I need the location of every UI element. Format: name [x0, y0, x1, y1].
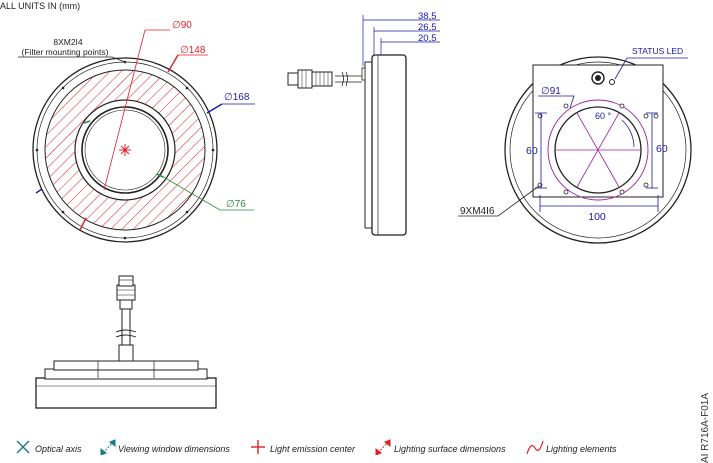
dim-38-5: 38,5 [418, 11, 437, 22]
dia168-label: ∅168 [224, 92, 250, 103]
filter-mounting-points [35, 60, 215, 240]
plus-cross-icon [251, 440, 265, 454]
units-note: ALL UNITS IN (mm) [0, 1, 80, 11]
status-led-label: STATUS LED [632, 46, 683, 56]
dia90-label: ∅90 [172, 20, 192, 31]
dim-60-left: 60 [526, 145, 538, 157]
side-body [371, 54, 407, 236]
dia76-leader [159, 174, 254, 211]
rear-60deg-lines [555, 112, 641, 188]
emission-center-mark [119, 144, 131, 156]
viewing-window-inner [84, 109, 166, 191]
dia90-line [103, 29, 146, 191]
wave-icon [526, 440, 544, 455]
double-arrow-icon [100, 439, 116, 455]
legend: Optical axis Viewing window dimensions L… [16, 439, 617, 455]
lighting-surface-outer [44, 69, 206, 231]
filter-holes-sublabel: (Filter mounting points) [22, 47, 109, 57]
status-led [609, 79, 615, 85]
dia168-tick [206, 103, 223, 114]
legend-viewing-window: Viewing window dimensions [118, 444, 230, 454]
dia148-label: ∅148 [180, 45, 206, 56]
reference-code: AI R716A-F01A [700, 393, 711, 463]
filter-holes-label: 8XM2I4 [53, 37, 83, 47]
mount-holes-label: 9XM4I6 [460, 206, 495, 217]
rear-plate [532, 64, 664, 198]
dia76-label: ∅76 [226, 199, 246, 210]
legend-lighting-elements: Lighting elements [546, 444, 617, 454]
dim-20-5: 20,5 [418, 33, 437, 44]
dia148-tick [167, 54, 179, 73]
bottom-body [35, 377, 217, 409]
side-view: 38,5 26,5 20,5 [287, 11, 440, 236]
outer-ring [32, 57, 218, 243]
legend-emission-center: Light emission center [270, 444, 356, 454]
front-view: 8XM2I4 (Filter mounting points) ∅90 ∅148… [18, 20, 255, 243]
x-cross-icon [16, 440, 30, 454]
dim-60-right: 60 [656, 143, 668, 155]
double-arrow-icon [375, 439, 391, 455]
dim-26-5: 26,5 [418, 22, 437, 33]
rear-dia91-circle [547, 99, 649, 201]
legend-lighting-surface: Lighting surface dimensions [394, 444, 506, 454]
filter-holes-leader [18, 56, 126, 63]
dia91-label: ∅91 [541, 86, 561, 97]
legend-optical-axis: Optical axis [35, 444, 82, 454]
dim-100: 100 [588, 211, 606, 223]
side-connector [311, 71, 333, 87]
angle-60-label: 60 ° [595, 111, 612, 121]
side-cable [335, 75, 362, 83]
rear-view: 60 ° STATUS LED ∅91 60 60 100 9XM4I6 [458, 46, 692, 244]
bottom-view [35, 275, 217, 409]
